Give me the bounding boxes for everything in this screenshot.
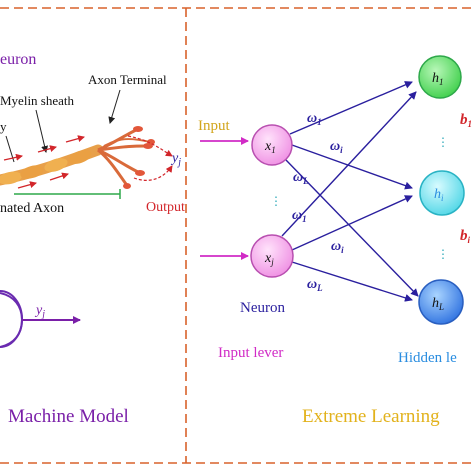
weight-w1-top: ω1 bbox=[307, 111, 322, 127]
weight-wi-bottom: ωi bbox=[331, 239, 344, 255]
model-output-symbol: yj bbox=[34, 303, 45, 320]
machine-model-panel: yj Machine Model bbox=[0, 290, 129, 427]
bio-output-symbol: yj bbox=[170, 151, 181, 168]
machine-model-caption: Machine Model bbox=[8, 406, 129, 427]
hidden-neuron-hL bbox=[418, 279, 464, 325]
weight-wi-top: ωi bbox=[330, 139, 343, 155]
myelin-pointer bbox=[35, 109, 49, 153]
input-label: Input bbox=[198, 118, 230, 134]
model-neuron-arc bbox=[0, 290, 23, 348]
bio-title: euron bbox=[0, 51, 36, 68]
dashed-frame bbox=[0, 7, 474, 464]
bias-bi: bi bbox=[460, 228, 471, 245]
input-ellipsis: ⋮ bbox=[270, 194, 282, 208]
weight-wL-top: ωL bbox=[293, 170, 309, 186]
hidden-neuron-hi bbox=[419, 170, 465, 216]
elm-panel: Input x1 ⋮ xj ω1 ωi ωL ω1 ωi ωL h1 hi hL… bbox=[198, 55, 472, 427]
input-neuron-xj-label: xj bbox=[264, 251, 274, 267]
terminal-pointer bbox=[108, 89, 121, 124]
connections bbox=[281, 81, 419, 302]
hidden-ellipsis-bottom: ⋮ bbox=[437, 247, 449, 261]
hidden-lever-label: Hidden le bbox=[398, 350, 457, 366]
hidden-ellipsis-top: ⋮ bbox=[437, 135, 449, 149]
biological-neuron-panel: euron Axon Terminal Myelin sheath y bbox=[0, 51, 185, 216]
myelin-sheath-label: Myelin sheath bbox=[0, 93, 75, 108]
weight-w1-bottom: ω1 bbox=[292, 208, 307, 224]
hidden-neuron-hi-label: hi bbox=[434, 187, 444, 203]
bio-output-label: Output bbox=[146, 200, 185, 215]
axon-terminal-label: Axon Terminal bbox=[88, 72, 167, 87]
extreme-learning-caption: Extreme Learning bbox=[302, 406, 440, 427]
neuron-caption: Neuron bbox=[240, 300, 285, 316]
input-neuron-x1 bbox=[251, 124, 293, 166]
input-neuron-xj bbox=[250, 234, 294, 278]
axon-illustration bbox=[0, 126, 173, 189]
hidden-neuron-h1 bbox=[418, 55, 462, 99]
input-neuron-x1-label: x1 bbox=[264, 139, 276, 155]
myelinated-axon-label: nated Axon bbox=[0, 201, 64, 216]
hidden-neuron-hL-label: hL bbox=[432, 296, 444, 312]
bio-y-fragment: y bbox=[0, 119, 7, 134]
hidden-neuron-h1-label: h1 bbox=[432, 71, 444, 87]
input-lever-label: Input lever bbox=[218, 345, 283, 361]
weight-wL-bottom: ωL bbox=[307, 277, 323, 293]
bias-b1: b1 bbox=[460, 112, 472, 129]
